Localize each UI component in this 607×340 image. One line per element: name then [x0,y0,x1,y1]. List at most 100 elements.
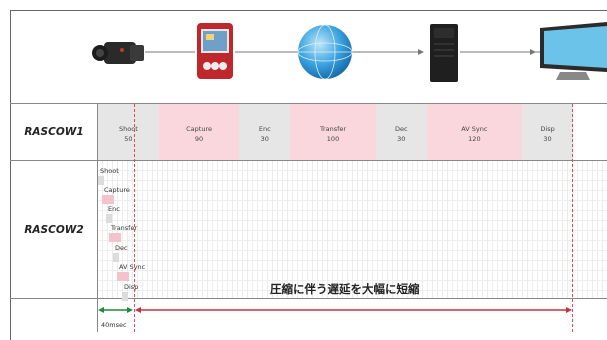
grid-line [127,161,128,298]
grid-line [542,161,543,298]
rascow2-step-bar [113,253,119,262]
segment-value: 120 [468,135,481,143]
grid-line [117,161,118,298]
grid-line [447,161,448,298]
grid-line [98,180,607,181]
latency-reduction-caption: 圧縮に伴う遅延を大幅に短縮 [270,282,420,296]
grid-line [592,161,593,298]
grid-line [322,161,323,298]
grid-line [582,161,583,298]
grid-line [437,161,438,298]
grid-line [157,161,158,298]
rascow2-step-label: Capture [104,186,130,194]
grid-line [372,161,373,298]
grid-line [487,161,488,298]
grid-line [137,161,138,298]
rascow1-label: RASCOW1 [24,126,84,138]
grid-line [397,161,398,298]
grid-line [317,161,318,298]
segment-name: AV Sync [461,125,488,133]
rascow2-step-bar [106,214,112,223]
grid-line [362,161,363,298]
grid-line [242,161,243,298]
grid-line [98,270,607,271]
grid-line [472,161,473,298]
grid-line [512,161,513,298]
diagram-frame [10,10,607,340]
rascow2-step-label: Dec [115,244,128,252]
rascow2-step-bar [109,233,121,242]
grid-line [327,161,328,298]
grid-line [462,161,463,298]
segment-name: Capture [186,125,212,133]
grid-line [497,161,498,298]
rascow2-step-bar [102,195,114,204]
rascow2-step-label: Transfer [111,224,138,232]
grid-line [387,161,388,298]
grid-line [402,161,403,298]
grid-line [457,161,458,298]
grid-line [142,161,143,298]
grid-line [177,161,178,298]
monitor-icon [540,22,607,80]
rascow1-segment: AV Sync 120 [426,104,523,160]
grid-line [222,161,223,298]
grid-line [227,161,228,298]
grid-line [467,161,468,298]
rascow2-step-label: AV Sync [119,263,146,271]
rascow2-step-bar [117,272,129,281]
grid-line [562,161,563,298]
grid-line [282,161,283,298]
grid-line [602,161,603,298]
grid-line [587,161,588,298]
grid-line [267,161,268,298]
grid-line [98,230,607,231]
start-guide-line [134,104,135,332]
video-camera-icon [92,42,144,64]
grid-line [532,161,533,298]
grid-line [307,161,308,298]
grid-line [547,161,548,298]
grid-line [98,240,607,241]
grid-line [192,161,193,298]
grid-line [182,161,183,298]
latency-arrows [98,307,572,313]
grid-line [262,161,263,298]
segment-name: Enc [258,125,271,133]
grid-line [377,161,378,298]
grid-line [132,161,133,298]
end-guide-line [572,104,573,332]
segment-name: Shoot [119,125,138,133]
network-globe-icon [297,24,353,80]
grid-line [187,161,188,298]
grid-line [257,161,258,298]
grid-line [367,161,368,298]
row-divider [10,160,607,161]
grid-line [297,161,298,298]
reduced-latency-arrow [135,307,572,313]
grid-line [442,161,443,298]
grid-line [347,161,348,298]
short-latency-arrow [98,307,133,313]
grid-line [162,161,163,298]
grid-line [98,280,607,281]
grid-line [252,161,253,298]
grid-line [98,220,607,221]
grid-line [102,161,103,298]
grid-line [332,161,333,298]
grid-line [272,161,273,298]
segment-value: 30 [543,135,552,143]
workstation-icon [430,24,458,82]
grid-line [452,161,453,298]
grid-line [287,161,288,298]
grid-line [507,161,508,298]
grid-line [482,161,483,298]
grid-line [98,200,607,201]
grid-line [277,161,278,298]
grid-line [147,161,148,298]
grid-line [522,161,523,298]
